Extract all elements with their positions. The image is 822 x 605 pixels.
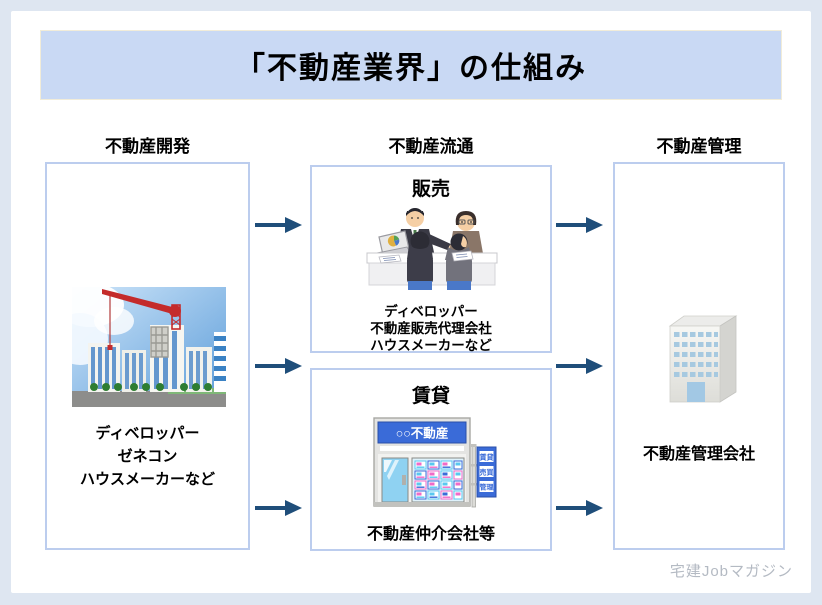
arrow-dev-to-dist bbox=[255, 358, 302, 374]
arrow-rental-to-mgmt bbox=[556, 500, 603, 516]
rental-box: 賃貸 ○○不動産 bbox=[310, 368, 552, 551]
sales-consultation-illustration-icon bbox=[366, 208, 498, 290]
arrow-dist-to-mgmt bbox=[556, 358, 603, 374]
development-caption: ディベロッパー ゼネコン ハウスメーカーなど bbox=[47, 422, 248, 491]
watermark: 宅建Jobマガジン bbox=[669, 563, 793, 580]
sales-line: ディベロッパー bbox=[384, 304, 478, 319]
sales-box: 販売 bbox=[310, 165, 552, 353]
arrow-sales-to-mgmt bbox=[556, 217, 603, 233]
sales-caption: ディベロッパー 不動産販売代理会社 ハウスメーカーなど bbox=[312, 303, 550, 354]
heading-management: 不動産管理 bbox=[656, 137, 742, 156]
city-construction-illustration-icon bbox=[72, 287, 226, 407]
heading-development: 不動産開発 bbox=[105, 137, 190, 156]
flag-label-rent: 賃貸 bbox=[479, 453, 494, 462]
sales-line: 不動産販売代理会社 bbox=[370, 321, 492, 336]
management-caption: 不動産管理会社 bbox=[642, 446, 755, 463]
customer-icons bbox=[407, 231, 474, 290]
rental-caption: 不動産仲介会社等 bbox=[366, 526, 495, 543]
agency-storefront-illustration-icon: ○○不動産 bbox=[373, 417, 497, 508]
sales-title: 販売 bbox=[411, 179, 450, 200]
development-box: ディベロッパー ゼネコン ハウスメーカーなど bbox=[45, 162, 250, 550]
arrow-dev-to-sales bbox=[255, 217, 302, 233]
rental-flag-icon: 賃貸 売買 管理 bbox=[471, 444, 497, 508]
diagram-card: 「不動産業界」の仕組み 不動産開発 不動産流通 不動産管理 bbox=[11, 11, 811, 593]
page-title: 「不動産業界」の仕組み bbox=[235, 52, 587, 85]
office-building-icon bbox=[668, 315, 738, 403]
storefront-sign-text: ○○不動産 bbox=[396, 426, 449, 441]
development-line: ハウスメーカーなど bbox=[79, 471, 215, 488]
arrow-dev-to-rental bbox=[255, 500, 302, 516]
sales-line: ハウスメーカーなど bbox=[370, 338, 492, 353]
flag-label-manage: 管理 bbox=[480, 483, 494, 492]
development-line: ディベロッパー bbox=[95, 425, 200, 442]
crane-icon bbox=[102, 289, 181, 350]
management-box: 不動産管理会社 bbox=[613, 162, 785, 550]
rental-title: 賃貸 bbox=[411, 386, 450, 407]
listing-flyers-icon bbox=[414, 460, 463, 500]
flag-label-sale: 売買 bbox=[480, 468, 495, 477]
title-banner: 「不動産業界」の仕組み bbox=[40, 30, 782, 100]
development-line: ゼネコン bbox=[117, 448, 178, 465]
heading-distribution: 不動産流通 bbox=[388, 137, 474, 156]
